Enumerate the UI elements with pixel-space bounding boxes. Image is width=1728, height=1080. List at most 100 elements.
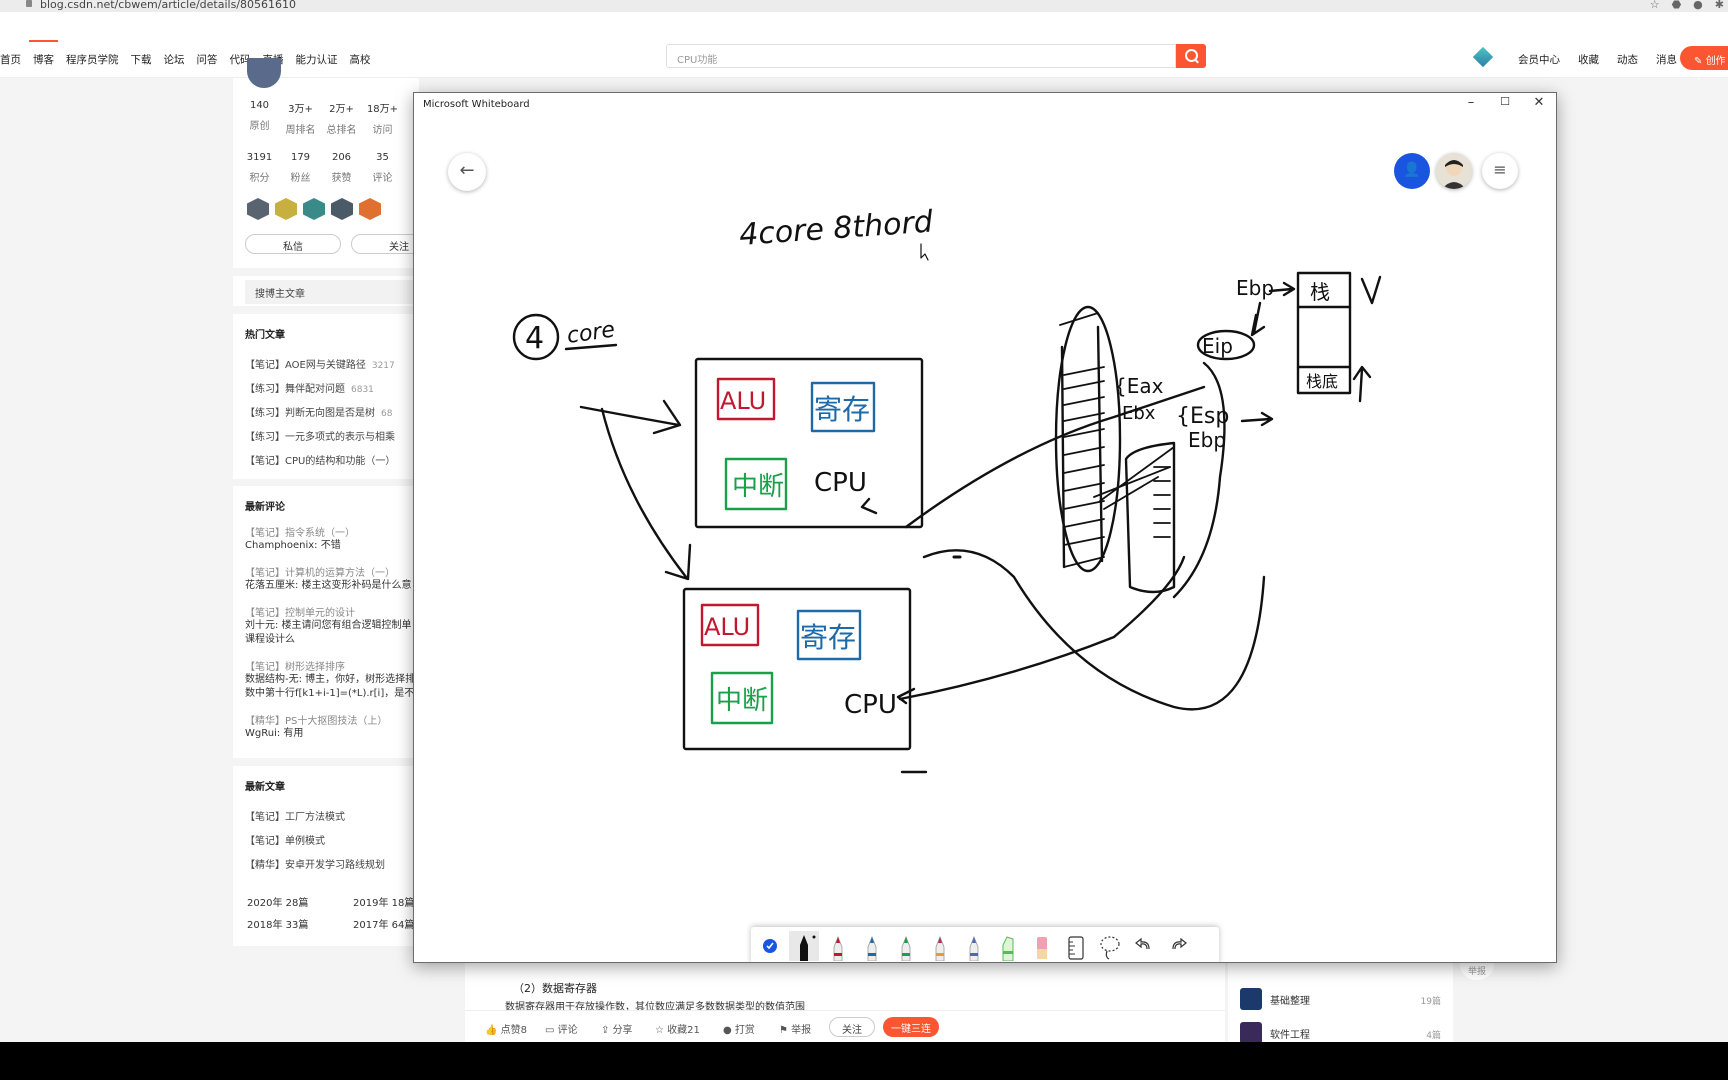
red-pen-icon[interactable] (823, 931, 853, 961)
latest-title: 最新文章 (245, 782, 285, 793)
comment-text: WgRui: 有用 (245, 728, 304, 739)
close-icon[interactable]: ✕ (1533, 95, 1545, 110)
column-icon (1240, 1022, 1262, 1044)
stat-total-rank: 2万+总排名 (326, 104, 357, 136)
search-input[interactable]: CPU功能 (666, 44, 1176, 68)
black-pen-icon[interactable] (789, 931, 819, 961)
title-bar[interactable]: Microsoft Whiteboard – ☐ ✕ (414, 93, 1556, 117)
undo-icon[interactable] (1129, 931, 1159, 961)
nav-academy[interactable]: 程序员学院 (66, 54, 119, 66)
comment-article-link[interactable]: 【笔记】计算机的运算方法（一） (245, 568, 395, 579)
archive-link[interactable]: 2017年 64篇 (353, 920, 415, 931)
redo-icon[interactable] (1163, 931, 1193, 961)
nav-forum[interactable]: 论坛 (163, 54, 185, 66)
comment-text: 数中第十行f[k1+i-1]=(*L).r[i]，是不是 (245, 688, 419, 699)
github-badge-icon[interactable] (247, 198, 269, 220)
hot-title: 热门文章 (245, 330, 285, 341)
list-badge-icon[interactable] (303, 198, 325, 220)
site-header: 首页 博客 程序员学院 下载 论坛 问答 代码 直播 能力认证 高校 CPU功能… (0, 12, 1728, 82)
nav-qa[interactable]: 问答 (196, 54, 218, 66)
message-button[interactable]: 私信 (245, 234, 341, 254)
minimize-icon[interactable]: – (1467, 95, 1475, 110)
cpu-label-2: CPU (844, 690, 897, 720)
report-button[interactable]: ⚑ 举报 (779, 1025, 812, 1036)
messages-link[interactable]: 消息 (1656, 54, 1677, 66)
ruler-icon[interactable] (1061, 931, 1091, 961)
profile-icon[interactable]: ● (1693, 0, 1703, 11)
member-center-link[interactable]: 会员中心 (1518, 54, 1560, 66)
handwriting-core: core (565, 317, 616, 348)
latest-item[interactable]: 【笔记】工厂方法模式 (245, 812, 345, 823)
green-pen-icon[interactable] (891, 931, 921, 961)
ink-canvas[interactable]: 4core 8thord 4 core ALU 寄存 中断 CPU ALU 寄存… (414, 117, 1557, 927)
avatar[interactable] (247, 58, 281, 88)
nav-college[interactable]: 高校 (349, 54, 371, 66)
avatar[interactable] (1436, 153, 1472, 189)
comment-article-link[interactable]: 【笔记】树形选择排序 (245, 662, 345, 673)
triple-action-button[interactable]: 一键三连 (883, 1017, 939, 1037)
share-button[interactable]: ⇪ 分享 (601, 1025, 633, 1036)
comment-text: 数据结构-无: 博主，你好，树形选择排 (245, 674, 416, 685)
lasso-icon[interactable] (1095, 931, 1125, 961)
blog-search-input[interactable]: 搜博主文章 (245, 280, 419, 304)
window-title: Microsoft Whiteboard (423, 99, 530, 110)
star-icon[interactable]: ☆ (1649, 0, 1660, 11)
interrupt-label-1: 中断 (732, 472, 784, 502)
archive-link[interactable]: 2018年 33篇 (247, 920, 309, 931)
blue-pen-icon[interactable] (857, 931, 887, 961)
nav-code[interactable]: 代码 (229, 54, 251, 66)
back-arrow-icon[interactable]: ← (448, 153, 486, 191)
stack-bottom-label: 栈底 (1306, 372, 1338, 391)
ink-toolbar (751, 927, 1219, 962)
stat-week-rank: 3万+周排名 (285, 104, 316, 136)
ink-to-shape-icon[interactable] (755, 931, 785, 961)
follow-author-button[interactable]: 关注 (829, 1017, 875, 1037)
shield-badge-icon[interactable] (331, 198, 353, 220)
cube-icon[interactable] (1472, 46, 1494, 68)
comment-text: 花落五厘米: 楼主这变形补码是什么意 (245, 580, 412, 591)
search-icon[interactable] (1176, 44, 1206, 68)
latest-item[interactable]: 【精华】安卓开发学习路线规划 (245, 860, 385, 871)
url-text[interactable]: blog.csdn.net/cbwem/article/details/8056… (40, 0, 297, 11)
column-item[interactable]: 软件工程 (1240, 1022, 1310, 1044)
comment-article-link[interactable]: 【笔记】控制单元的设计 (245, 608, 355, 619)
puzzle-icon[interactable]: ✱ (1714, 0, 1724, 11)
register-label-1: 寄存 (814, 393, 870, 426)
latest-item[interactable]: 【笔记】单例模式 (245, 836, 325, 847)
galaxy-pen-icon[interactable] (959, 931, 989, 961)
hamburger-menu-icon[interactable]: ≡ (1482, 153, 1518, 189)
column-item[interactable]: 基础整理 (1240, 988, 1310, 1010)
create-button[interactable]: ✎ 创作中 (1680, 46, 1728, 82)
activity-link[interactable]: 动态 (1617, 54, 1638, 66)
reward-button[interactable]: ● 打赏 (723, 1025, 755, 1036)
comment-button[interactable]: ▭ 评论 (545, 1025, 578, 1036)
extension-icon[interactable]: ⬣ (1671, 0, 1682, 11)
favorites-link[interactable]: 收藏 (1578, 54, 1599, 66)
pen-badge-icon[interactable] (359, 198, 381, 220)
hot-item[interactable]: 【练习】一元多项式的表示与相乘 (245, 432, 395, 443)
level-badge-icon[interactable] (275, 198, 297, 220)
maximize-icon[interactable]: ☐ (1500, 95, 1510, 108)
green-highlighter-icon[interactable] (993, 931, 1023, 961)
rainbow-pen-icon[interactable] (925, 931, 955, 961)
alu-label-1: ALU (720, 387, 766, 415)
comment-article-link[interactable]: 【精华】PS十大抠图技法（上） (245, 716, 388, 727)
archive-link[interactable]: 2019年 18篇 (353, 898, 415, 909)
eraser-icon[interactable] (1027, 931, 1057, 961)
invite-user-icon[interactable]: 👤 (1394, 153, 1430, 189)
nav-blog[interactable]: 博客 (29, 40, 58, 66)
collect-button[interactable]: ☆ 收藏21 (655, 1025, 700, 1036)
archive-link[interactable]: 2020年 28篇 (247, 898, 309, 909)
whiteboard-window: Microsoft Whiteboard – ☐ ✕ 4core 8thord … (413, 92, 1557, 963)
nav-home[interactable]: 首页 (0, 54, 21, 66)
like-button[interactable]: 👍 点赞8 (485, 1025, 528, 1036)
hot-item[interactable]: 【笔记】CPU的结构和功能（一） (245, 456, 396, 467)
nav-cert[interactable]: 能力认证 (295, 54, 338, 66)
comment-article-link[interactable]: 【笔记】指令系统（一） (245, 528, 355, 539)
comments-title: 最新评论 (245, 502, 285, 513)
nav-download[interactable]: 下载 (130, 54, 152, 66)
